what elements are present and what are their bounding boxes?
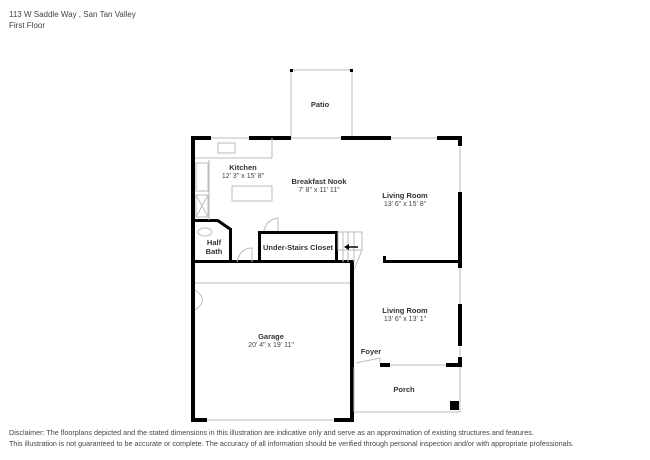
room-kitchen: Kitchen 12' 3" x 15' 8" <box>221 163 265 180</box>
room-under-stairs-closet: Under-Stairs Closet <box>262 243 334 252</box>
room-breakfast-nook: Breakfast Nook 7' 8" x 11' 11" <box>291 177 347 194</box>
exterior-walls <box>191 136 462 422</box>
room-living-room-upper: Living Room 13' 6" x 15' 8" <box>382 191 428 208</box>
room-foyer: Foyer <box>360 347 382 356</box>
disclaimer-line-2: This illustration is not guaranteed to b… <box>9 439 574 448</box>
room-porch: Porch <box>393 385 415 394</box>
room-patio: Patio <box>310 100 330 109</box>
patio-outline <box>290 69 353 137</box>
windows <box>194 137 461 421</box>
room-garage: Garage 20' 4" x 19' 11" <box>248 332 294 349</box>
address-label: 113 W Saddle Way , San Tan Valley <box>9 10 136 19</box>
floor-label: First Floor <box>9 21 45 30</box>
room-living-room-lower: Living Room 13' 6" x 13' 1" <box>382 306 428 323</box>
disclaimer-line-1: Disclaimer: The floorplans depicted and … <box>9 428 534 437</box>
room-half-bath: Half Bath <box>205 238 223 256</box>
